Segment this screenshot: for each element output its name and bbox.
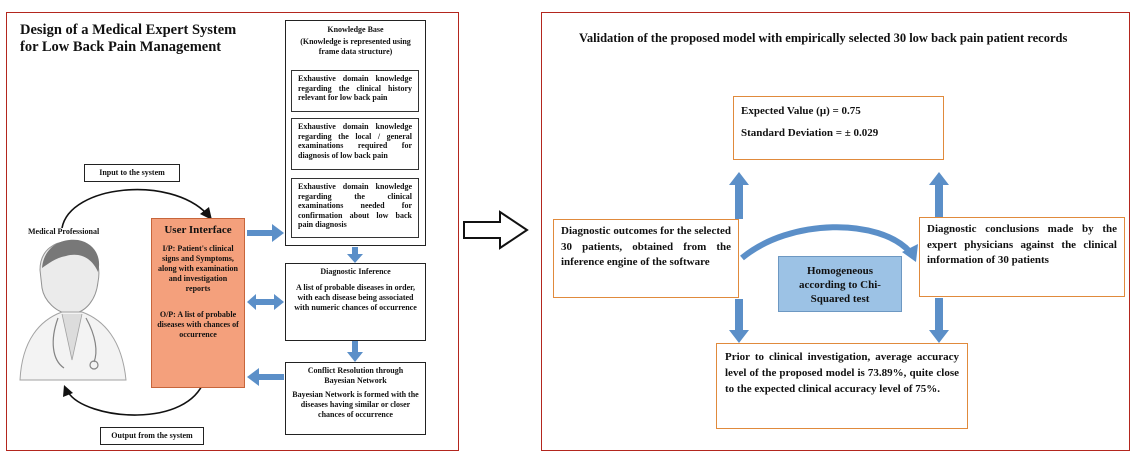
diagnostic-outcomes-box: Diagnostic outcomes for the selected 30 … [553,219,739,298]
output-label: Output from the system [100,427,204,445]
knowledge-base-title: Knowledge Base [327,25,384,34]
left-title: Design of a Medical Expert System for Lo… [20,22,290,56]
user-interface-title: User Interface [164,224,232,236]
right-title: Validation of the proposed model with em… [579,31,1068,45]
input-label: Input to the system [84,164,180,182]
knowledge-base-subtitle: (Knowledge is represented using frame da… [300,37,411,56]
conflict-resolution-box: Conflict Resolution through Bayesian Net… [285,362,426,435]
user-interface-box: User Interface I/P: Patient's clinical s… [151,218,245,388]
standard-deviation: Standard Deviation = ± 0.029 [741,127,879,139]
left-title-line1: Design of a Medical Expert System [20,22,237,38]
diagnostic-inference-text: A list of probable diseases in order, wi… [294,283,417,312]
medical-professional-label: Medical Professional [28,227,100,236]
left-title-line2: for Low Back Pain Management [20,39,222,55]
prior-investigation-box: Prior to clinical investigation, average… [716,343,968,429]
knowledge-item-1: Exhaustive domain knowledge regarding th… [291,70,419,112]
diagnostic-inference-box: Diagnostic Inference A list of probable … [285,263,426,341]
knowledge-item-2: Exhaustive domain knowledge regarding th… [291,118,419,170]
statistics-box: Expected Value (μ) = 0.75 Standard Devia… [733,96,944,160]
knowledge-item-3: Exhaustive domain knowledge regarding th… [291,178,419,238]
diagnostic-inference-title: Diagnostic Inference [320,267,391,276]
homogeneous-box: Homogeneous according to Chi-Squared tes… [778,256,902,312]
expected-value: Expected Value (μ) = 0.75 [741,105,861,117]
conflict-resolution-title: Conflict Resolution through Bayesian Net… [307,366,404,385]
big-transition-arrow [463,210,529,250]
conflict-resolution-text: Bayesian Network is formed with the dise… [292,390,419,419]
user-interface-output: O/P: A list of probable diseases with ch… [157,310,239,339]
diagnostic-conclusions-box: Diagnostic conclusions made by the exper… [919,217,1125,297]
user-interface-input: I/P: Patient's clinical signs and Sympto… [157,244,238,293]
